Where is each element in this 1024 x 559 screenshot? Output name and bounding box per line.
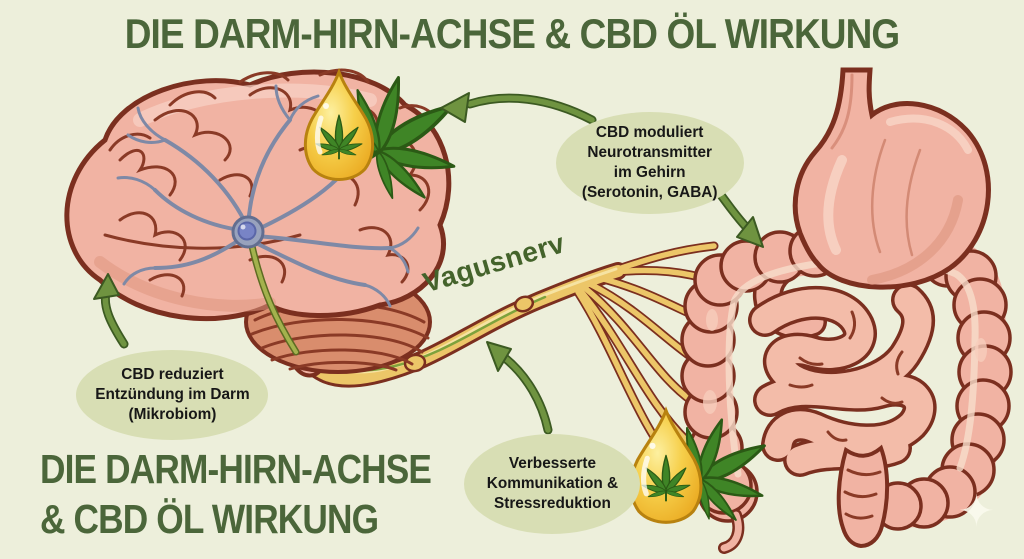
- sparkle-icon: ✦: [958, 487, 995, 536]
- nerve-node: [513, 295, 535, 313]
- axon: [250, 244, 298, 354]
- page-title: DIE DARM-HIRN-ACHSE & CBD ÖL WIRKUNG: [124, 10, 900, 57]
- vagus-nerve: [291, 241, 719, 478]
- arrow-callout-to-leaf-icon: [440, 92, 597, 125]
- callout-brain-effect: CBD moduliert Neurotransmitter im Gehirn…: [556, 112, 744, 214]
- callout-brain-effect-text: CBD moduliert Neurotransmitter im Gehirn…: [582, 124, 718, 201]
- footer-title-line1: DIE DARM-HIRN-ACHSE: [40, 446, 432, 492]
- callout-axis-effect-text: Verbesserte Kommunikation & Stressredukt…: [486, 455, 618, 512]
- arrow-callout-to-brain-icon: [93, 273, 129, 349]
- stomach-illustration: [792, 67, 991, 290]
- footer-title: DIE DARM-HIRN-ACHSE & CBD ÖL WIRKUNG: [40, 444, 432, 544]
- callout-axis-effect: Verbesserte Kommunikation & Stressredukt…: [464, 434, 640, 534]
- nerve-node: [403, 353, 427, 373]
- footer-title-line2: & CBD ÖL WIRKUNG: [40, 496, 379, 543]
- rectum: [836, 444, 890, 549]
- arrow-callout-to-nerve-icon: [486, 341, 553, 435]
- small-intestine-illustration: [748, 283, 937, 477]
- callout-gut-effect-text: CBD reduziert Entzündung im Darm (Mikrob…: [94, 366, 250, 423]
- callout-gut-effect: CBD reduziert Entzündung im Darm (Mikrob…: [76, 350, 268, 440]
